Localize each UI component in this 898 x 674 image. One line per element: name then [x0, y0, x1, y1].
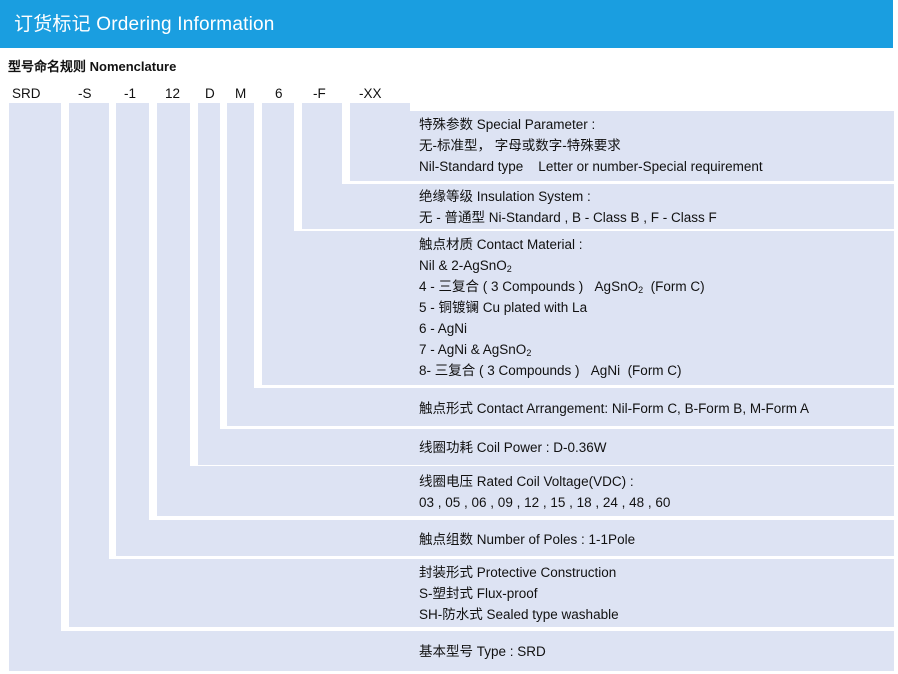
- bar-construction: [69, 559, 894, 627]
- desc-coil-voltage: 线圈电压 Rated Coil Voltage(VDC) : 03 , 05 ,…: [419, 471, 670, 513]
- header-banner: 订货标记 Ordering Information: [0, 0, 893, 48]
- code-voltage: 12: [165, 86, 181, 101]
- desc-special-line2: Nil-Standard type Letter or number-Speci…: [419, 159, 763, 174]
- desc-type-title: 基本型号 Type : SRD: [419, 644, 546, 659]
- bar-coil-power: [198, 429, 894, 465]
- bar-arrangement: [227, 103, 254, 388]
- desc-arrangement-title: 触点形式 Contact Arrangement: Nil-Form C, B-…: [419, 401, 810, 416]
- bar-contact-material: [262, 231, 894, 385]
- desc-construction-title: 封装形式 Protective Construction: [419, 565, 617, 580]
- bar-insulation: [302, 103, 342, 184]
- bar-arrangement: [227, 388, 894, 426]
- desc-material-line5: 7 - AgNi & AgSnO2: [419, 342, 532, 358]
- bar-contact-material: [262, 103, 294, 231]
- bar-construction: [69, 103, 109, 559]
- code-arrangement: M: [235, 86, 247, 101]
- desc-insulation: 绝缘等级 Insulation System : 无 - 普通型 Ni-Stan…: [419, 186, 717, 228]
- bar-poles: [116, 103, 149, 520]
- desc-coil-voltage-line1: 03 , 05 , 06 , 09 , 12 , 15 , 18 , 24 , …: [419, 495, 671, 510]
- desc-special: 特殊参数 Special Parameter : 无-标准型， 字母或数字-特殊…: [419, 114, 763, 177]
- desc-material-line3: 5 - 铜镀镧 Cu plated with La: [419, 300, 588, 315]
- desc-construction: 封装形式 Protective Construction S-塑封式 Flux-…: [419, 562, 619, 625]
- desc-material-line1: Nil & 2-AgSnO2: [419, 258, 512, 274]
- desc-insulation-line1: 无 - 普通型 Ni-Standard , B - Class B , F - …: [419, 210, 717, 225]
- desc-coil-power-title: 线圈功耗 Coil Power : D-0.36W: [419, 440, 607, 455]
- desc-contact-material: 触点材质 Contact Material : Nil & 2-AgSnO2 4…: [419, 234, 705, 381]
- code-srd: SRD: [12, 86, 41, 101]
- page-title: 订货标记 Ordering Information: [14, 14, 275, 35]
- desc-coil-power: 线圈功耗 Coil Power : D-0.36W: [419, 437, 607, 458]
- code-construction: -S: [78, 86, 92, 101]
- desc-construction-line1: S-塑封式 Flux-proof: [419, 586, 538, 601]
- desc-arrangement: 触点形式 Contact Arrangement: Nil-Form C, B-…: [419, 398, 809, 419]
- section-subtitle: 型号命名规则 Nomenclature: [8, 59, 177, 74]
- desc-special-title: 特殊参数 Special Parameter :: [419, 117, 596, 132]
- desc-material-line2: 4 - 三复合 ( 3 Compounds ) AgSnO2 (Form C): [419, 279, 705, 295]
- desc-type: 基本型号 Type : SRD: [419, 641, 546, 662]
- bar-coil-voltage: [157, 103, 190, 466]
- bar-special: [350, 103, 410, 111]
- desc-material-line6: 8- 三复合 ( 3 Compounds ) AgNi (Form C): [419, 363, 682, 378]
- desc-construction-line2: SH-防水式 Sealed type washable: [419, 607, 619, 622]
- code-material: 6: [275, 86, 283, 101]
- desc-poles-title: 触点组数 Number of Poles : 1-1Pole: [419, 532, 636, 547]
- code-power: D: [205, 86, 215, 101]
- bar-type: [9, 631, 894, 671]
- bar-type: [9, 103, 61, 631]
- desc-coil-voltage-title: 线圈电压 Rated Coil Voltage(VDC) :: [419, 474, 634, 489]
- bar-insulation: [302, 184, 894, 229]
- bar-coil-voltage: [157, 466, 894, 516]
- bar-poles: [116, 520, 894, 556]
- desc-material-line4: 6 - AgNi: [419, 321, 468, 336]
- code-poles: -1: [124, 86, 137, 101]
- desc-material-title: 触点材质 Contact Material :: [419, 237, 583, 252]
- desc-poles: 触点组数 Number of Poles : 1-1Pole: [419, 529, 635, 550]
- bar-coil-power: [198, 103, 220, 429]
- bar-special: [350, 111, 894, 181]
- desc-insulation-title: 绝缘等级 Insulation System :: [419, 189, 591, 204]
- code-special: -XX: [359, 86, 382, 101]
- desc-special-line1: 无-标准型， 字母或数字-特殊要求: [419, 138, 621, 153]
- code-insulation: -F: [313, 86, 326, 101]
